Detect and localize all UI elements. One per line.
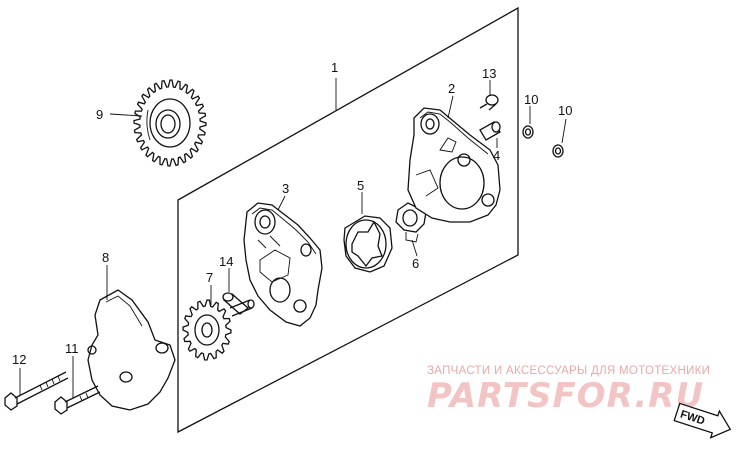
callout-3: 3 <box>282 181 289 196</box>
part-10-o-ring-b <box>552 144 564 158</box>
leader-2 <box>447 95 454 119</box>
callout-12: 12 <box>12 352 26 367</box>
part-5-outer-rotor <box>343 215 393 273</box>
part-14-dowel-pin <box>222 292 255 317</box>
callout-9: 9 <box>96 107 103 122</box>
forward-direction-arrow: FWD <box>673 402 732 439</box>
part-8-cover-plate <box>87 289 176 411</box>
part-12-bolt <box>4 371 69 411</box>
callout-10a: 10 <box>524 92 538 107</box>
callout-6: 6 <box>412 256 419 271</box>
callout-10b: 10 <box>558 103 572 118</box>
part-2-pump-housing <box>407 107 501 223</box>
leader-6 <box>411 239 418 257</box>
part-9-drive-gear <box>133 79 207 167</box>
callout-14: 14 <box>219 254 233 269</box>
part-10-o-ring-a <box>522 125 534 139</box>
callout-1: 1 <box>331 60 338 75</box>
part-7-pump-gear <box>182 299 232 361</box>
leader-10b <box>561 118 567 144</box>
callout-8: 8 <box>102 250 109 265</box>
part-3-pump-body <box>243 202 323 327</box>
callout-2: 2 <box>448 81 455 96</box>
callout-5: 5 <box>357 178 364 193</box>
callout-11: 11 <box>65 341 79 356</box>
watermark-brand: PARTSFOR.RU <box>427 376 704 416</box>
callout-7: 7 <box>206 270 213 285</box>
watermark-tagline: ЗАПЧАСТИ И АКСЕССУАРЫ ДЛЯ МОТОТЕХНИКИ <box>427 365 710 377</box>
callout-13: 13 <box>482 66 496 81</box>
part-13-screw <box>479 94 499 111</box>
callout-4: 4 <box>493 148 500 163</box>
assembly-boundary <box>177 6 519 434</box>
leader-3 <box>277 195 286 211</box>
part-11-bolt <box>54 385 101 415</box>
leader-9 <box>109 113 143 117</box>
part-4-dowel-pin <box>479 121 501 141</box>
